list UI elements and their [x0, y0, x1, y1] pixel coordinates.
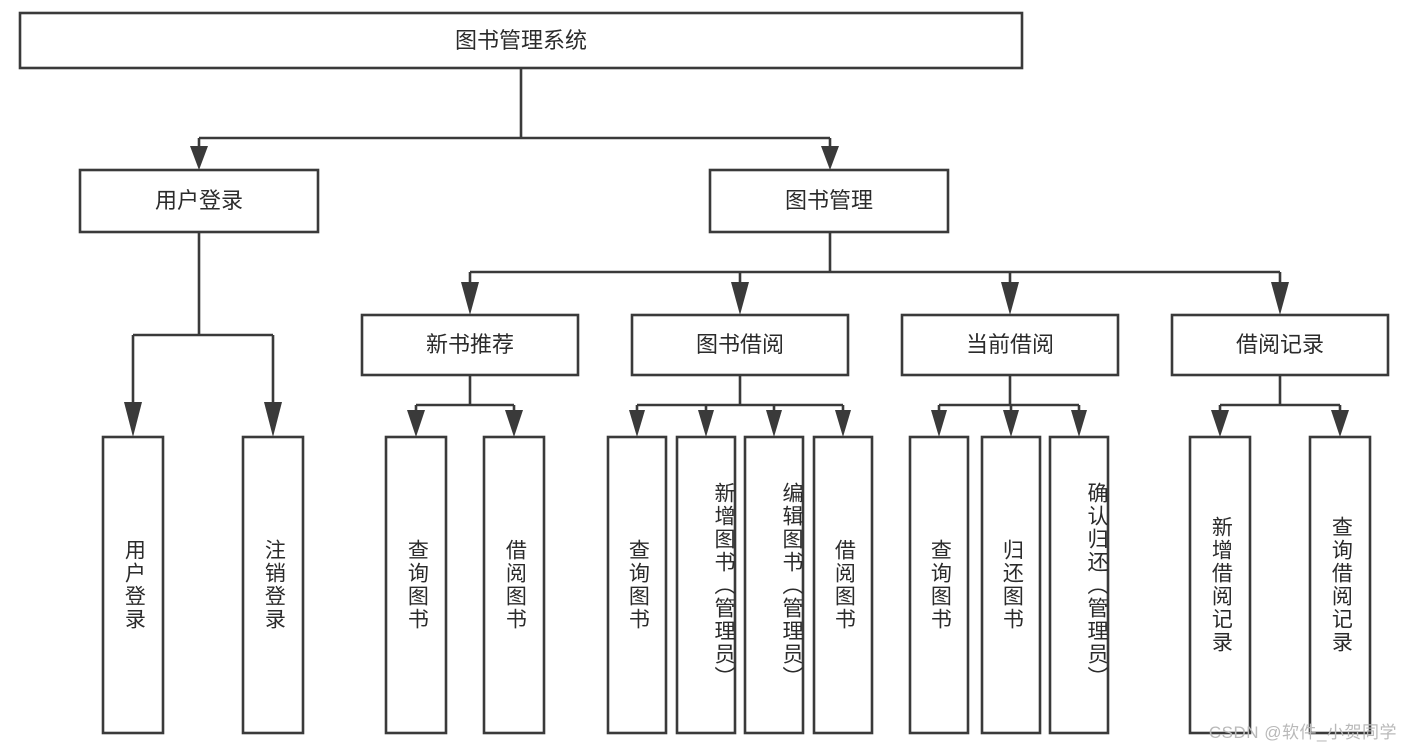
leaf-box-user-login[interactable]	[101, 435, 165, 735]
leaf-box-query-book-newrec[interactable]	[384, 435, 448, 735]
arrow-head-borrowrecord-leaf-1	[1211, 410, 1229, 437]
arrow-head-currentborrow-leaf-3	[1071, 410, 1087, 437]
node-new-book-recommend-box[interactable]	[360, 313, 580, 377]
node-borrow-record-label: 借阅记录	[1236, 332, 1324, 357]
leaf-box-add-book-admin[interactable]	[675, 435, 737, 735]
node-book-management[interactable]: 图书管理	[708, 168, 950, 234]
watermark-text: CSDN @软件_小贺同学	[1208, 723, 1397, 742]
arrow-head-new-book-rec	[461, 282, 479, 315]
leaf-box-query-borrow-record[interactable]	[1308, 435, 1372, 735]
node-root-box[interactable]	[18, 11, 1024, 70]
leaf-box-logout[interactable]	[241, 435, 305, 735]
arrow-head-bookborrow-leaf-2	[698, 410, 714, 437]
leaf-box-confirm-return-admin[interactable]	[1048, 435, 1110, 735]
arrow-head-current-borrow	[1001, 282, 1019, 315]
leaf-box-query-book-borrow[interactable]	[606, 435, 668, 735]
node-book-management-label: 图书管理	[785, 188, 873, 213]
node-user-login[interactable]: 用户登录	[78, 168, 320, 234]
arrow-head-bookborrow-leaf-1	[629, 410, 645, 437]
node-user-login-label: 用户登录	[155, 188, 243, 213]
arrow-head-bookborrow-leaf-4	[835, 410, 851, 437]
arrow-head-leaf-user-login	[124, 402, 142, 437]
node-borrow-record[interactable]: 借阅记录	[1170, 313, 1390, 377]
arrow-head-borrowrecord-leaf-2	[1331, 410, 1349, 437]
leaf-box-query-book-current[interactable]	[908, 435, 970, 735]
arrow-head-leaf-logout	[264, 402, 282, 437]
node-current-borrow-box[interactable]	[900, 313, 1120, 377]
leaf-box-borrow-book-newrec[interactable]	[482, 435, 546, 735]
leaf-box-layer	[101, 435, 1372, 735]
node-current-borrow-label: 当前借阅	[966, 332, 1054, 357]
leaf-box-borrow-book[interactable]	[812, 435, 874, 735]
node-book-management-box[interactable]	[708, 168, 950, 234]
node-root-label: 图书管理系统	[455, 28, 587, 53]
node-new-book-recommend-label: 新书推荐	[426, 332, 514, 357]
node-root[interactable]: 图书管理系统	[18, 11, 1024, 70]
node-book-borrow-box[interactable]	[630, 313, 850, 377]
arrow-head-newbook-leaf-1	[407, 410, 425, 437]
node-borrow-record-box[interactable]	[1170, 313, 1390, 377]
arrow-head-currentborrow-leaf-2	[1003, 410, 1019, 437]
arrow-head-book-borrow	[731, 282, 749, 315]
node-new-book-recommend[interactable]: 新书推荐	[360, 313, 580, 377]
node-book-borrow[interactable]: 图书借阅	[630, 313, 850, 377]
arrow-head-bookborrow-leaf-3	[766, 410, 782, 437]
node-book-borrow-label: 图书借阅	[696, 332, 784, 357]
arrow-head-book-mgmt	[821, 146, 839, 170]
node-user-login-box[interactable]	[78, 168, 320, 234]
leaf-box-add-borrow-record[interactable]	[1188, 435, 1252, 735]
arrow-head-borrow-record	[1271, 282, 1289, 315]
arrow-head-user-login	[190, 146, 208, 170]
leaf-box-edit-book-admin[interactable]	[743, 435, 805, 735]
leaf-box-return-book[interactable]	[980, 435, 1042, 735]
node-current-borrow[interactable]: 当前借阅	[900, 313, 1120, 377]
arrow-head-currentborrow-leaf-1	[931, 410, 947, 437]
arrow-head-newbook-leaf-2	[505, 410, 523, 437]
connector-layer	[124, 68, 1349, 437]
